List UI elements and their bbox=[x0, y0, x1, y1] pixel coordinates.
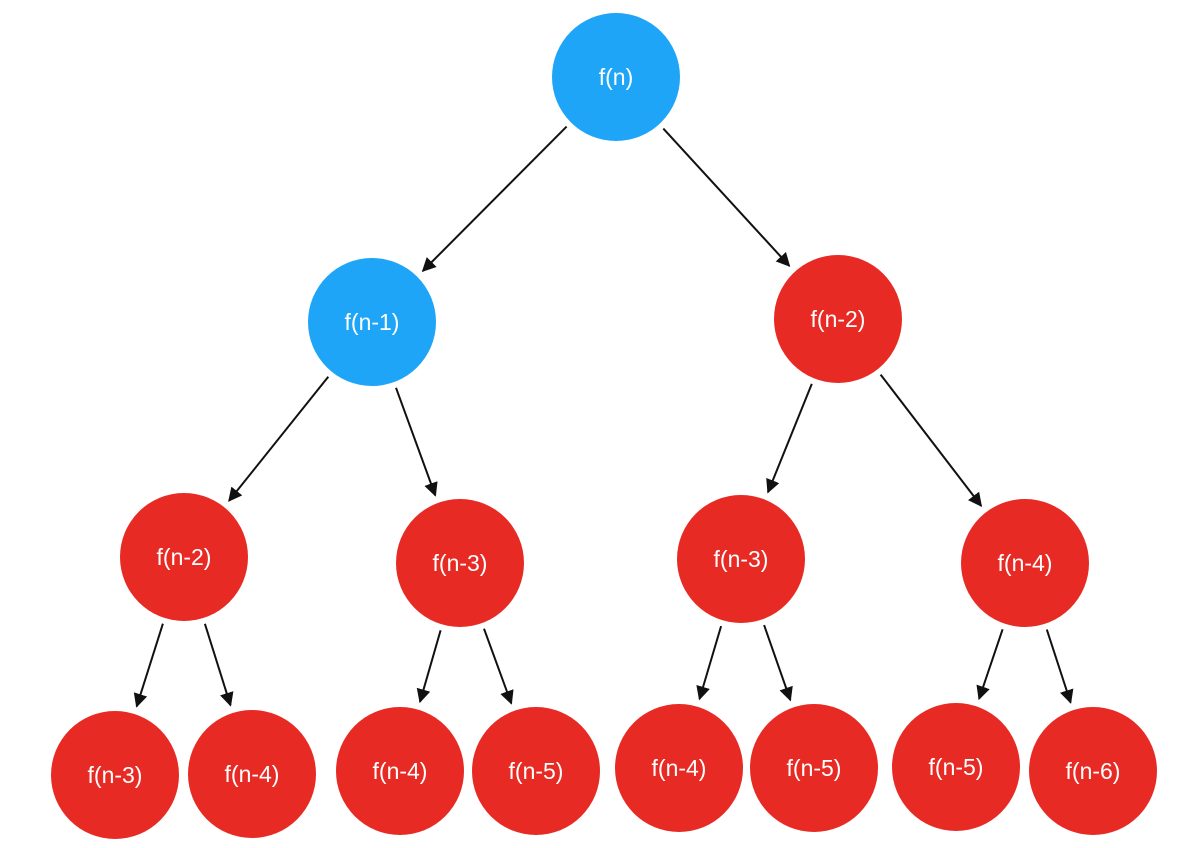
tree-node: f(n-3) bbox=[677, 495, 805, 623]
edge-arrow bbox=[395, 387, 438, 497]
node-label: f(n-3) bbox=[433, 550, 488, 576]
node-label: f(n-4) bbox=[225, 761, 280, 787]
node-label: f(n-2) bbox=[811, 306, 866, 332]
node-label: f(n-5) bbox=[787, 755, 842, 781]
tree-node: f(n-3) bbox=[396, 499, 524, 627]
edge-arrow bbox=[976, 628, 1004, 701]
tree-node: f(n-4) bbox=[961, 499, 1089, 627]
node-label: f(n-2) bbox=[157, 544, 212, 570]
tree-node: f(n-6) bbox=[1029, 707, 1157, 835]
edges-layer bbox=[133, 125, 1074, 708]
node-circle bbox=[774, 255, 902, 383]
node-circle bbox=[892, 703, 1020, 831]
node-label: f(n-4) bbox=[373, 758, 428, 784]
tree-node: f(n-4) bbox=[188, 710, 316, 838]
tree-node: f(n-4) bbox=[336, 707, 464, 835]
edge-arrow bbox=[133, 623, 164, 708]
edge-arrow bbox=[203, 623, 234, 707]
node-label: f(n-4) bbox=[652, 755, 707, 781]
edge-arrow bbox=[416, 630, 442, 704]
node-circle bbox=[308, 258, 436, 386]
node-label: f(n-5) bbox=[509, 758, 564, 784]
edge-arrow bbox=[879, 373, 983, 508]
edge-arrow bbox=[696, 625, 723, 701]
edge-arrow bbox=[421, 125, 568, 272]
edge-arrow bbox=[228, 376, 330, 502]
node-circle bbox=[677, 495, 805, 623]
node-circle bbox=[961, 499, 1089, 627]
node-circle bbox=[750, 704, 878, 832]
tree-node: f(n-2) bbox=[774, 255, 902, 383]
node-label: f(n-6) bbox=[1066, 758, 1121, 784]
node-label: f(n-1) bbox=[345, 309, 400, 335]
tree-node: f(n-5) bbox=[472, 707, 600, 835]
tree-node: f(n) bbox=[552, 13, 680, 141]
edge-arrow bbox=[766, 383, 813, 494]
node-circle bbox=[1029, 707, 1157, 835]
node-circle bbox=[615, 704, 743, 832]
node-circle bbox=[472, 707, 600, 835]
node-label: f(n) bbox=[599, 64, 634, 90]
edge-arrow bbox=[662, 127, 791, 267]
node-circle bbox=[552, 13, 680, 141]
edge-arrow bbox=[763, 624, 793, 702]
tree-node: f(n-1) bbox=[308, 258, 436, 386]
node-label: f(n-3) bbox=[714, 546, 769, 572]
tree-node: f(n-5) bbox=[750, 704, 878, 832]
node-label: f(n-4) bbox=[998, 550, 1053, 576]
node-label: f(n-3) bbox=[88, 762, 143, 788]
edge-arrow bbox=[1045, 629, 1074, 704]
edge-arrow bbox=[483, 628, 514, 705]
node-circle bbox=[396, 499, 524, 627]
node-label: f(n-5) bbox=[929, 754, 984, 780]
tree-node: f(n-2) bbox=[120, 493, 248, 621]
node-circle bbox=[120, 493, 248, 621]
nodes-layer: f(n) f(n-1) f(n-2) f(n-2) f(n-3) f(n-3) f(n-4)… bbox=[51, 13, 1157, 839]
tree-node: f(n-3) bbox=[51, 711, 179, 839]
node-circle bbox=[51, 711, 179, 839]
tree-node: f(n-4) bbox=[615, 704, 743, 832]
node-circle bbox=[336, 707, 464, 835]
tree-node: f(n-5) bbox=[892, 703, 1020, 831]
node-circle bbox=[188, 710, 316, 838]
